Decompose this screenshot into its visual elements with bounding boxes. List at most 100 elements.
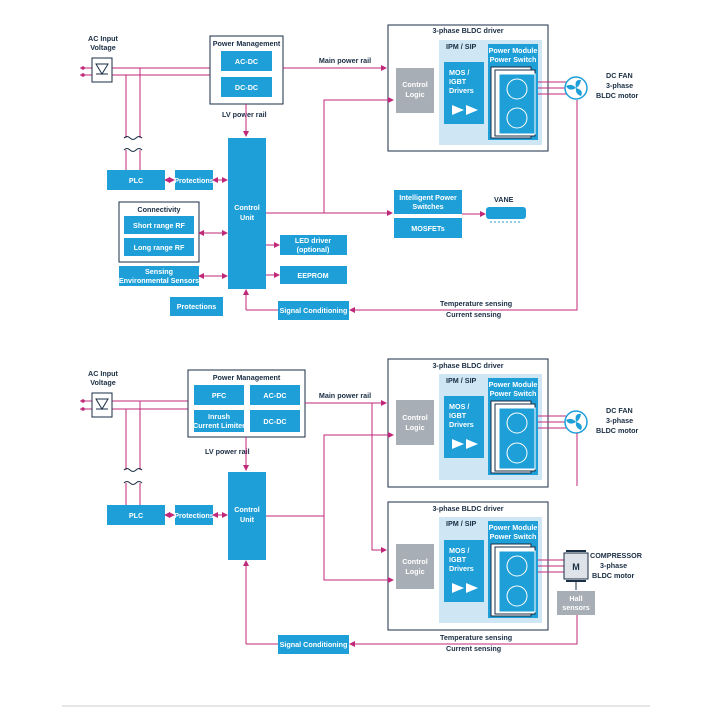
bottom-driver2-power-module-2: Power Switch xyxy=(490,532,537,541)
top-mos-drivers-2: IGBT xyxy=(449,77,467,86)
top-fan-icon xyxy=(564,76,588,100)
top-long-rf-label: Long range RF xyxy=(134,243,185,252)
bottom-driver2-mos-1: MOS / xyxy=(449,546,469,555)
top-short-rf-label: Short range RF xyxy=(133,221,186,230)
bottom-plc-label: PLC xyxy=(129,511,143,520)
bottom-compressor-motor-icon: M xyxy=(563,550,589,582)
top-led-driver-2: (optional) xyxy=(297,245,330,254)
bottom-signal-conditioning-block xyxy=(278,635,349,654)
bottom-pfc-block xyxy=(194,385,244,405)
top-ac-wiring xyxy=(80,57,218,170)
bottom-dcdc-label: DC-DC xyxy=(263,417,286,426)
top-sensing-1: Sensing xyxy=(145,267,173,276)
bottom-driver1-control-logic-1: Control xyxy=(402,413,428,422)
top-dcdc-label: DC-DC xyxy=(235,83,258,92)
bottom-hall-sensors-block xyxy=(557,591,595,615)
bottom-driver2-mos-3: Drivers xyxy=(449,564,474,573)
top-intelligent-switches-2: Switches xyxy=(412,202,443,211)
top-fan-label-1: DC FAN xyxy=(606,71,633,80)
bottom-acdc-label: AC-DC xyxy=(263,391,286,400)
top-short-rf-block xyxy=(124,216,194,234)
top-mos-drivers-block xyxy=(444,62,484,124)
top-control-logic-1: Control xyxy=(402,80,428,89)
top-plc-label: PLC xyxy=(129,176,143,185)
bottom-lv-rail-label: LV power rail xyxy=(205,447,250,456)
bottom-driver1-control-logic-block xyxy=(396,400,434,445)
bottom-driver1-control-logic-2: Logic xyxy=(405,423,424,432)
bottom-driver2-mos-block xyxy=(444,540,484,602)
bottom-driver2-control-logic-1: Control xyxy=(402,557,428,566)
top-led-driver-1: LED driver xyxy=(295,236,332,245)
bottom-control-unit-block xyxy=(228,472,266,560)
top-main-rail-label: Main power rail xyxy=(319,56,371,65)
top-protections-block xyxy=(175,170,213,190)
bottom-fan-label-3: BLDC motor xyxy=(596,426,639,435)
bottom-driver2-control-logic-block xyxy=(396,544,434,589)
top-mos-drivers-1: MOS / xyxy=(449,68,469,77)
bottom-driver2-title: 3-phase BLDC driver xyxy=(432,504,503,513)
top-sensing-2: Environmental Sensors xyxy=(119,276,199,285)
bottom-protections-block xyxy=(175,505,213,525)
bottom-compressor-label-3: BLDC motor xyxy=(592,571,635,580)
top-mosfets-label: MOSFETs xyxy=(411,224,444,233)
bottom-control-unit-2: Unit xyxy=(240,515,255,524)
top-intelligent-switches-1: Intelligent Power xyxy=(399,193,457,202)
top-signal-conditioning-label: Signal Conditioning xyxy=(280,306,348,315)
top-dcdc-block xyxy=(221,77,272,97)
bottom-control-unit-1: Control xyxy=(234,505,260,514)
bottom-ac-input-label-2: Voltage xyxy=(90,378,115,387)
bottom-dcdc-block xyxy=(250,410,300,432)
bottom-fan-icon xyxy=(564,410,588,434)
bottom-driver1-ipm-label: IPM / SIP xyxy=(446,376,477,385)
bottom-ac-wiring xyxy=(80,392,190,505)
top-vane-label: VANE xyxy=(494,195,514,204)
bottom-ac-input-label-1: AC Input xyxy=(88,369,119,378)
top-power-management-title: Power Management xyxy=(213,39,281,48)
top-ac-input-label-2: Voltage xyxy=(90,43,115,52)
top-mosfets-block xyxy=(394,218,462,238)
bottom-motor-letter: M xyxy=(572,562,580,572)
bottom-power-management-title: Power Management xyxy=(213,373,281,382)
top-temp-sensing-label: Temperature sensing xyxy=(440,299,512,308)
top-fan-label-2: 3-phase xyxy=(606,81,633,90)
top-cu-to-logic-wire xyxy=(266,97,394,214)
bottom-driver2-power-module-1: Power Module xyxy=(489,523,538,532)
top-signal-conditioning-block xyxy=(278,301,349,320)
top-control-unit-1: Control xyxy=(234,203,260,212)
top-ipm-label: IPM / SIP xyxy=(446,42,477,51)
top-current-sensing-label: Current sensing xyxy=(446,310,501,319)
bottom-inrush-1: Inrush xyxy=(208,412,230,421)
top-control-unit-2: Unit xyxy=(240,213,255,222)
top-connectivity-title: Connectivity xyxy=(137,205,180,214)
top-ac-input-label-1: AC Input xyxy=(88,34,119,43)
bottom-fan-label-1: DC FAN xyxy=(606,406,633,415)
bottom-signal-conditioning-label: Signal Conditioning xyxy=(280,640,348,649)
bottom-temp-sensing-label: Temperature sensing xyxy=(440,633,512,642)
top-acdc-block xyxy=(221,51,272,71)
top-fan-label-3: BLDC motor xyxy=(596,91,639,100)
bottom-hall-sensors-2: sensors xyxy=(562,603,590,612)
top-plc-block xyxy=(107,170,165,190)
bottom-current-sensing-label: Current sensing xyxy=(446,644,501,653)
bottom-driver1-title: 3-phase BLDC driver xyxy=(432,361,503,370)
top-intelligent-switches-block xyxy=(394,190,462,214)
bottom-driver2-mos-2: IGBT xyxy=(449,555,467,564)
bottom-driver2-ipm-label: IPM / SIP xyxy=(446,519,477,528)
bottom-inrush-block xyxy=(194,410,244,432)
top-vane-icon xyxy=(486,207,526,219)
bottom-driver1-mos-2: IGBT xyxy=(449,411,467,420)
top-control-unit-block xyxy=(228,138,266,289)
bottom-acdc-block xyxy=(250,385,300,405)
bottom-protections-label: Protections xyxy=(174,511,214,520)
top-protections-label: Protections xyxy=(174,176,214,185)
top-lv-rail-label: LV power rail xyxy=(222,110,267,119)
top-diagram: AC Input Voltage Power Management AC-DC … xyxy=(80,24,639,320)
top-power-module-1: Power Module xyxy=(489,46,538,55)
top-control-logic-block xyxy=(396,68,434,113)
bottom-hall-sensors-1: Hall xyxy=(569,594,582,603)
top-sensing-block xyxy=(119,266,199,286)
top-power-module-2: Power Switch xyxy=(490,55,537,64)
top-long-rf-block xyxy=(124,238,194,256)
top-protections-bottom-label: Protections xyxy=(177,302,217,311)
